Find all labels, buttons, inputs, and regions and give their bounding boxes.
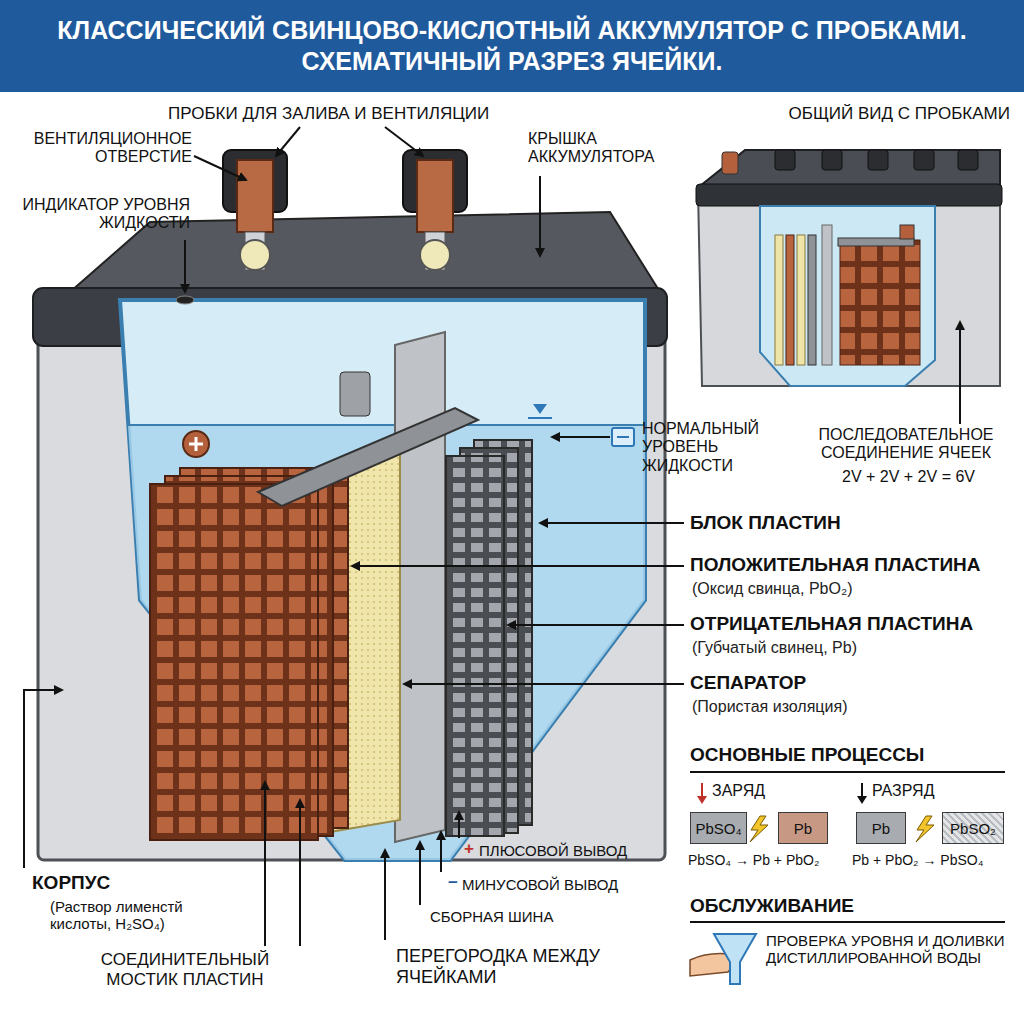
callout-label: (Раствор лименстй кислоты, H₂SO₄) — [50, 898, 240, 933]
callout-label: РАЗРЯД — [872, 782, 934, 800]
callout-label: ПЛЮСОВОЙ ВЫВОД — [479, 842, 627, 859]
callout-label: ПОЛОЖИТЕЛЬНАЯ ПЛАСТИНА — [690, 554, 980, 576]
callout-label: ПОСЛЕДОВАТЕЛЬНОЕ СОЕДИНЕНИЕ ЯЧЕЕК — [804, 426, 1008, 463]
callout-label: Pb + PbO₂ → PbSO₄ — [852, 852, 983, 868]
callout-label: НОРМАЛЬНЫЙ УРОВЕНЬ ЖИДКОСТИ — [642, 420, 792, 475]
title-text: КЛАССИЧЕСКИЙ СВИНЦОВО-КИСЛОТНЫЙ АККУМУЛЯ… — [12, 15, 1012, 78]
formula-text: Pb — [872, 820, 890, 837]
callout-label: ОБСЛУЖИВАНИЕ — [690, 895, 854, 917]
callout-label: ПРОБКИ ДЛЯ ЗАЛИВА И ВЕНТИЛЯЦИИ — [168, 104, 489, 124]
process-box: PbSO₄ — [690, 812, 747, 844]
callout-label: МИНУСОВОЙ ВЫВОД — [462, 876, 618, 893]
callout-label: СОЕДИНИТЕЛЬНЫЙ МОСТИК ПЛАСТИН — [70, 950, 300, 989]
callout-label: ПРОВЕРКА УРОВНЯ И ДОЛИВКИ ДИСТИЛЛИРОВАНН… — [766, 932, 1008, 967]
process-box: Pb — [856, 812, 906, 844]
callout-label: (Губчатый свинец, Pb) — [692, 639, 857, 657]
callout-label: БЛОК ПЛАСТИН — [690, 512, 841, 534]
callout-label: 2V + 2V + 2V = 6V — [842, 468, 975, 486]
callout-label: + — [464, 839, 474, 859]
callout-label: КОРПУС — [32, 872, 110, 894]
callout-label: СБОРНАЯ ШИНА — [430, 908, 553, 925]
callout-label: КРЫШКА АККУМУЛЯТОРА — [528, 130, 678, 167]
formula-text: PbSO₂ — [950, 820, 996, 837]
callout-label: ЗАРЯД — [712, 782, 765, 800]
callout-label: ИНДИКАТОР УРОВНЯ ЖИДКОСТИ — [20, 196, 190, 233]
callout-label: ВЕНТИЛЯЦИОННОЕ ОТВЕРСТИЕ — [14, 130, 192, 167]
callout-label: − — [448, 873, 458, 893]
callout-label: ОСНОВНЫЕ ПРОЦЕССЫ — [690, 744, 924, 766]
callout-label: ОБЩИЙ ВИД С ПРОБКАМИ — [700, 104, 1010, 124]
title-band: КЛАССИЧЕСКИЙ СВИНЦОВО-КИСЛОТНЫЙ АККУМУЛЯ… — [0, 0, 1024, 92]
callout-label: ОТРИЦАТЕЛЬНАЯ ПЛАСТИНА — [690, 613, 973, 635]
callout-label: PbSO₄ → Pb + PbO₂ — [688, 852, 819, 868]
process-box: Pb — [778, 812, 828, 844]
callout-label: СЕПАРАТОР — [690, 672, 806, 694]
callout-label: ПЕРЕГОРОДКА МЕЖДУ ЯЧЕЙКАМИ — [396, 946, 636, 987]
callout-label: (Пористая изоляция) — [692, 698, 847, 716]
callout-label: (Оксид свинца, PbO₂) — [692, 580, 852, 598]
formula-text: PbSO₄ — [695, 820, 741, 837]
formula-text: Pb — [794, 820, 812, 837]
process-box: PbSO₂ — [942, 812, 1004, 844]
